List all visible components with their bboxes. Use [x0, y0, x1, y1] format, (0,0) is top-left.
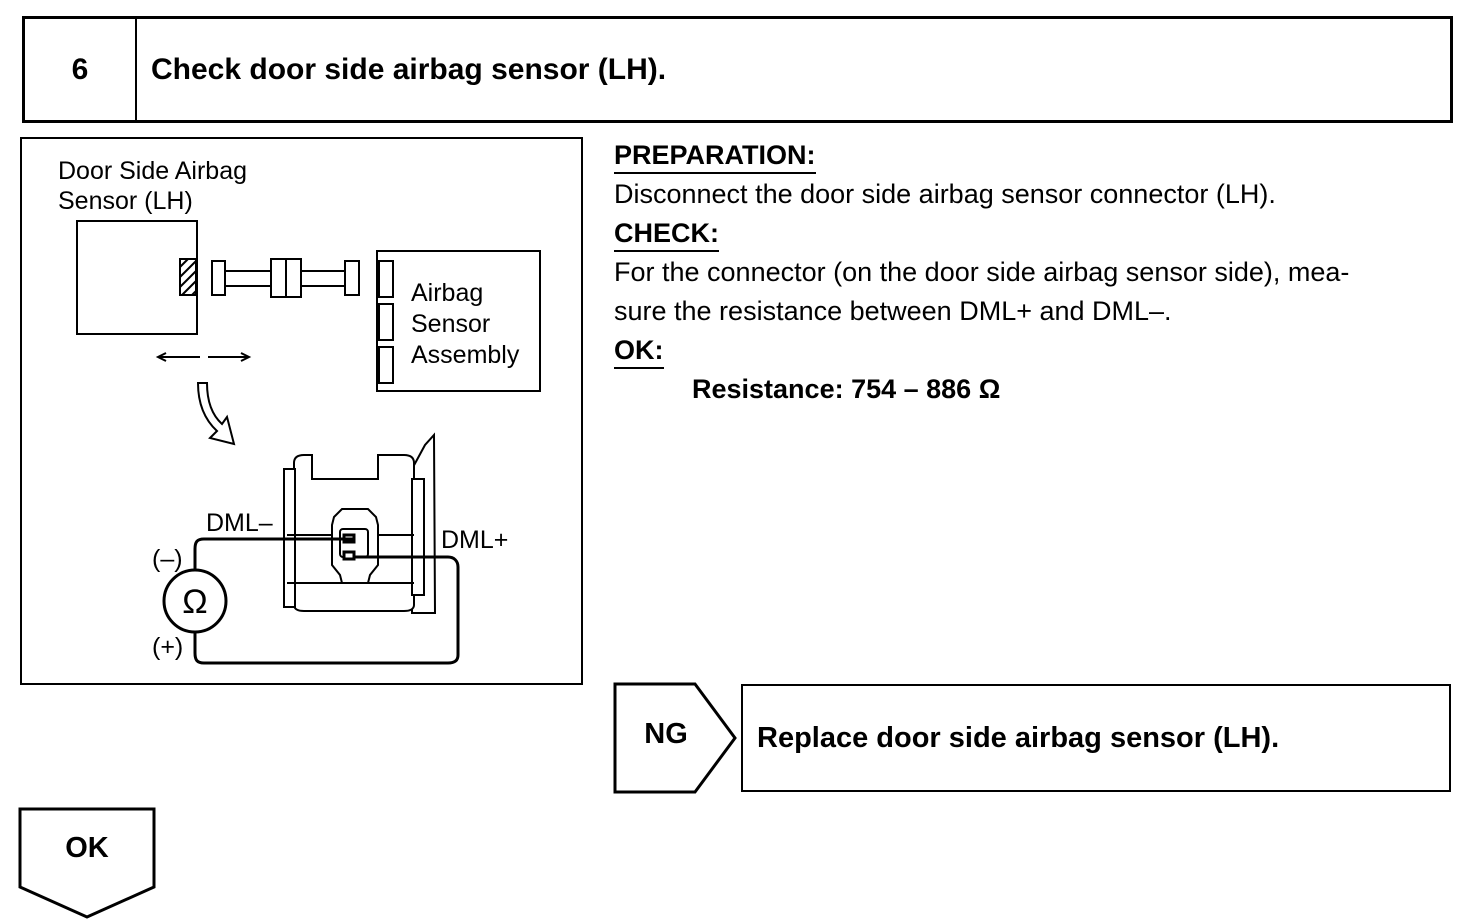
step-title: Check door side airbag sensor (LH).	[151, 52, 667, 86]
terminal-label-dml-plus: DML+	[441, 526, 508, 554]
polarity-minus-label: (–)	[152, 545, 183, 573]
ng-label: NG	[644, 718, 688, 750]
ok-heading: OK:	[614, 334, 664, 369]
test-lead-plus	[193, 555, 460, 665]
ng-branch-tab	[613, 682, 737, 794]
door-side-airbag-sensor-body	[76, 220, 198, 335]
step-header: 6 Check door side airbag sensor (LH).	[22, 16, 1453, 123]
terminal-dml-plus-pin	[342, 550, 356, 561]
assembly-label-line2: Sensor	[411, 310, 490, 338]
assembly-label-line1: Airbag	[411, 279, 483, 307]
check-text-line1: For the connector (on the door side airb…	[614, 257, 1350, 287]
sensor-label-line2: Sensor (LH)	[58, 187, 193, 215]
ng-result-box: Replace door side airbag sensor (LH).	[741, 684, 1451, 792]
preparation-heading: PREPARATION:	[614, 139, 816, 174]
wire-harness	[211, 258, 360, 298]
airbag-sensor-assembly-box	[376, 250, 541, 392]
ohmmeter-icon	[162, 568, 228, 634]
instructions: PREPARATION: Disconnect the door side ai…	[614, 136, 1454, 409]
ok-label: OK	[65, 832, 109, 864]
ng-action-text: Replace door side airbag sensor (LH).	[757, 721, 1280, 754]
check-text-line2: sure the resistance between DML+ and DML…	[614, 296, 1172, 326]
diagram-drawing: Door Side Airbag Sensor (LH) Airbag Sens…	[58, 157, 541, 665]
connector-detail	[283, 432, 437, 614]
sensor-label-line1: Door Side Airbag	[58, 157, 247, 185]
ok-branch-tab	[18, 807, 156, 919]
resistance-spec: Resistance: 754 – 886 Ω	[692, 374, 1001, 404]
check-heading: CHECK:	[614, 217, 719, 252]
curved-view-arrow	[196, 382, 236, 446]
terminal-label-dml-minus: DML–	[206, 509, 273, 537]
connector-diagram: Door Side Airbag Sensor (LH) Airbag Sens…	[20, 137, 583, 685]
assembly-label-line3: Assembly	[411, 341, 520, 369]
polarity-plus-label: (+)	[152, 633, 183, 661]
test-lead-minus	[193, 537, 354, 569]
preparation-text: Disconnect the door side airbag sensor c…	[614, 179, 1276, 209]
ohm-symbol: Ω	[182, 583, 207, 621]
step-number: 6	[25, 19, 137, 120]
